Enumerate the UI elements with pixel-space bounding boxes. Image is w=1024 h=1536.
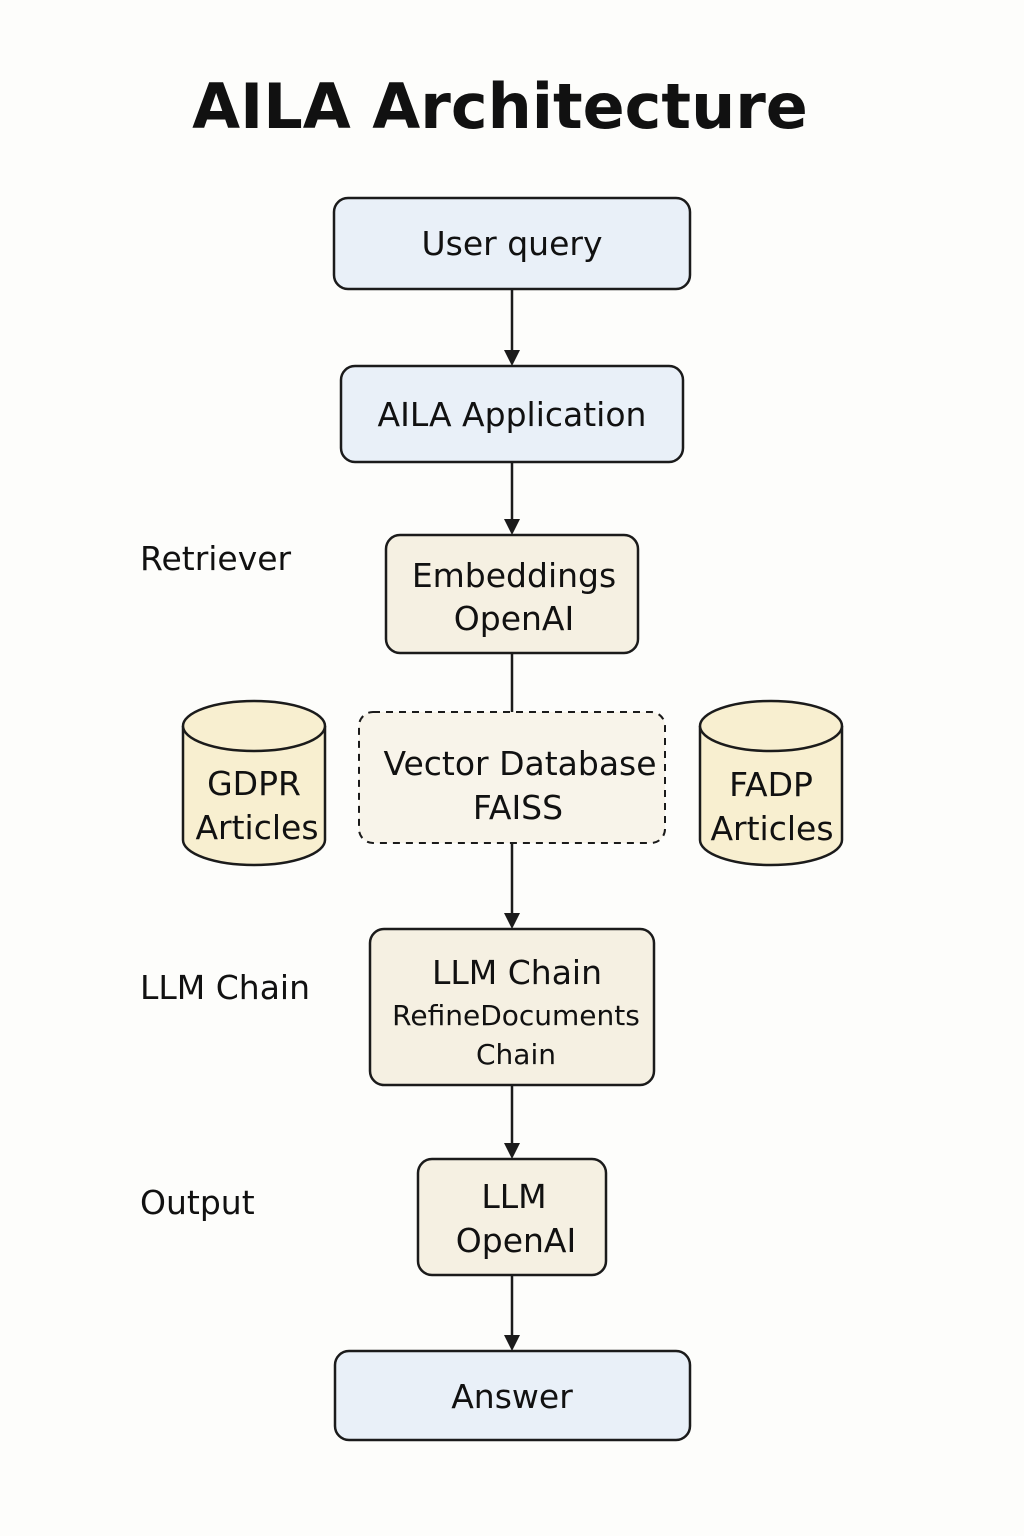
fadp-articles-database: FADP Articles	[698, 699, 844, 867]
user-query-label: User query	[422, 224, 603, 263]
vector-database-label-line1: Vector Database	[383, 744, 656, 783]
llm-chain-label-line2: RefineDocuments	[392, 999, 640, 1032]
arrow-application-to-embeddings	[504, 462, 520, 535]
section-label-retriever: Retriever	[140, 539, 292, 578]
llm-openai-node: LLM OpenAI	[416, 1157, 608, 1277]
aila-application-label: AILA Application	[378, 395, 647, 434]
answer-label: Answer	[451, 1377, 573, 1416]
llm-openai-label-line2: OpenAI	[456, 1221, 576, 1260]
embeddings-label-line1: Embeddings	[412, 556, 616, 595]
section-label-output: Output	[140, 1183, 255, 1222]
section-label-llm-chain: LLM Chain	[140, 968, 310, 1007]
aila-application-node: AILA Application	[339, 364, 685, 464]
gdpr-label-line2: Articles	[195, 808, 318, 847]
arrow-llm-to-answer	[504, 1275, 520, 1351]
llm-chain-node: LLM Chain RefineDocuments Chain	[368, 927, 656, 1087]
arrow-llm-chain-to-llm	[504, 1085, 520, 1159]
llm-chain-label-line1: LLM Chain	[432, 953, 602, 992]
llm-openai-label-line1: LLM	[481, 1177, 546, 1216]
gdpr-label-line1: GDPR	[207, 764, 301, 803]
user-query-node: User query	[332, 196, 692, 291]
embeddings-node: Embeddings OpenAI	[384, 533, 640, 655]
fadp-label-line2: Articles	[710, 809, 833, 848]
arrow-vector-db-to-llm-chain	[504, 843, 520, 929]
diagram-title: AILA Architecture	[192, 70, 808, 143]
vector-database-node: Vector Database FAISS	[358, 711, 666, 844]
vector-database-label-line2: FAISS	[473, 788, 563, 827]
gdpr-articles-database: GDPR Articles	[181, 699, 327, 867]
fadp-label-line1: FADP	[729, 765, 813, 804]
arrow-user-query-to-application	[504, 289, 520, 366]
llm-chain-label-line3: Chain	[476, 1038, 556, 1071]
embeddings-label-line2: OpenAI	[454, 599, 574, 638]
answer-node: Answer	[333, 1349, 692, 1442]
